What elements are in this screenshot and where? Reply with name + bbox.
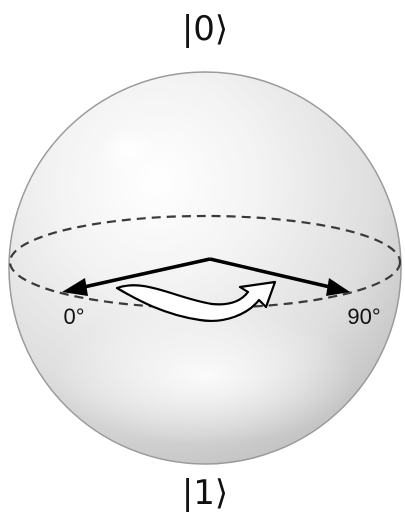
angle-0-label: 0°	[63, 304, 84, 329]
angle-90-label: 90°	[347, 304, 380, 329]
ket-zero-label: |0⟩	[182, 9, 228, 49]
sphere-highlight	[100, 128, 156, 172]
ket-one-label: |1⟩	[182, 473, 228, 513]
sphere-lower-glow	[55, 305, 355, 445]
